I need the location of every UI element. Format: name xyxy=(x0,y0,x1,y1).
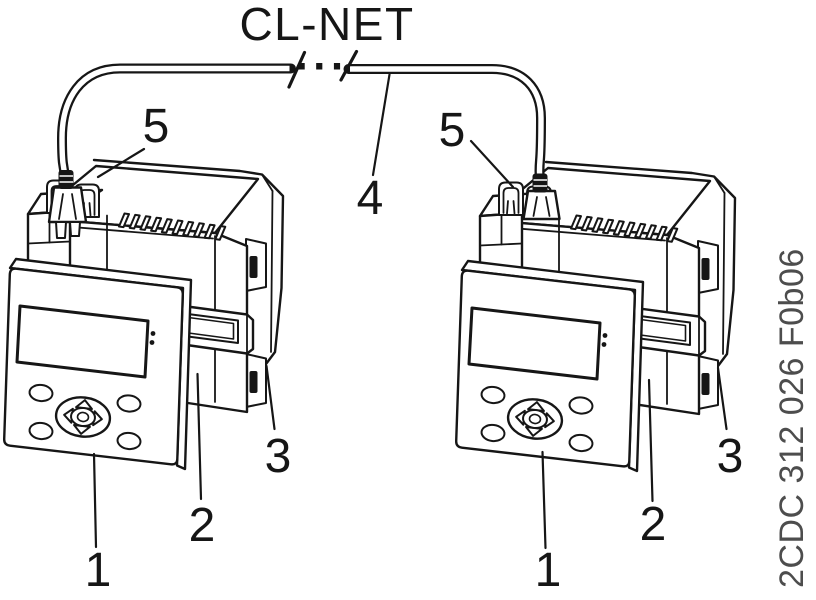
cable-plug-right xyxy=(522,173,561,221)
callout-line-left-2 xyxy=(196,372,203,501)
callout-line-right-5 xyxy=(469,139,515,189)
network-title: CL-NET xyxy=(239,0,414,50)
break-dots: ··· xyxy=(296,42,349,91)
callout-label-left-2: 2 xyxy=(189,499,216,552)
callout-label-right-5: 5 xyxy=(439,104,466,157)
cable-left-segment xyxy=(57,63,296,183)
callout-line-left-5 xyxy=(96,147,146,179)
callout-line-4 xyxy=(371,73,391,177)
callout-line-left-3 xyxy=(265,364,276,431)
device-left xyxy=(4,160,283,469)
break-slash-left xyxy=(287,50,307,89)
callout-label-4: 4 xyxy=(357,172,384,225)
cable-plug-left xyxy=(47,170,88,239)
break-slash-right xyxy=(339,49,359,82)
doc-code-vertical: 2CDC 312 026 F0b06 xyxy=(773,248,811,588)
callout-line-right-2 xyxy=(647,378,654,503)
cable-break-symbol: ··· xyxy=(287,42,359,91)
callout-line-right-3 xyxy=(716,366,728,431)
callout-label-right-2: 2 xyxy=(640,498,667,551)
callout-label-left-3: 3 xyxy=(265,430,292,483)
callout-line-right-1 xyxy=(541,450,547,550)
callout-label-left-1: 1 xyxy=(85,544,112,597)
callout-label-left-5: 5 xyxy=(143,100,170,153)
callout-label-right-1: 1 xyxy=(535,544,562,597)
device-right xyxy=(456,162,735,471)
callout-line-left-1 xyxy=(92,452,98,549)
callout-label-right-3: 3 xyxy=(717,430,744,483)
cl-net-cable: ··· xyxy=(57,42,546,185)
